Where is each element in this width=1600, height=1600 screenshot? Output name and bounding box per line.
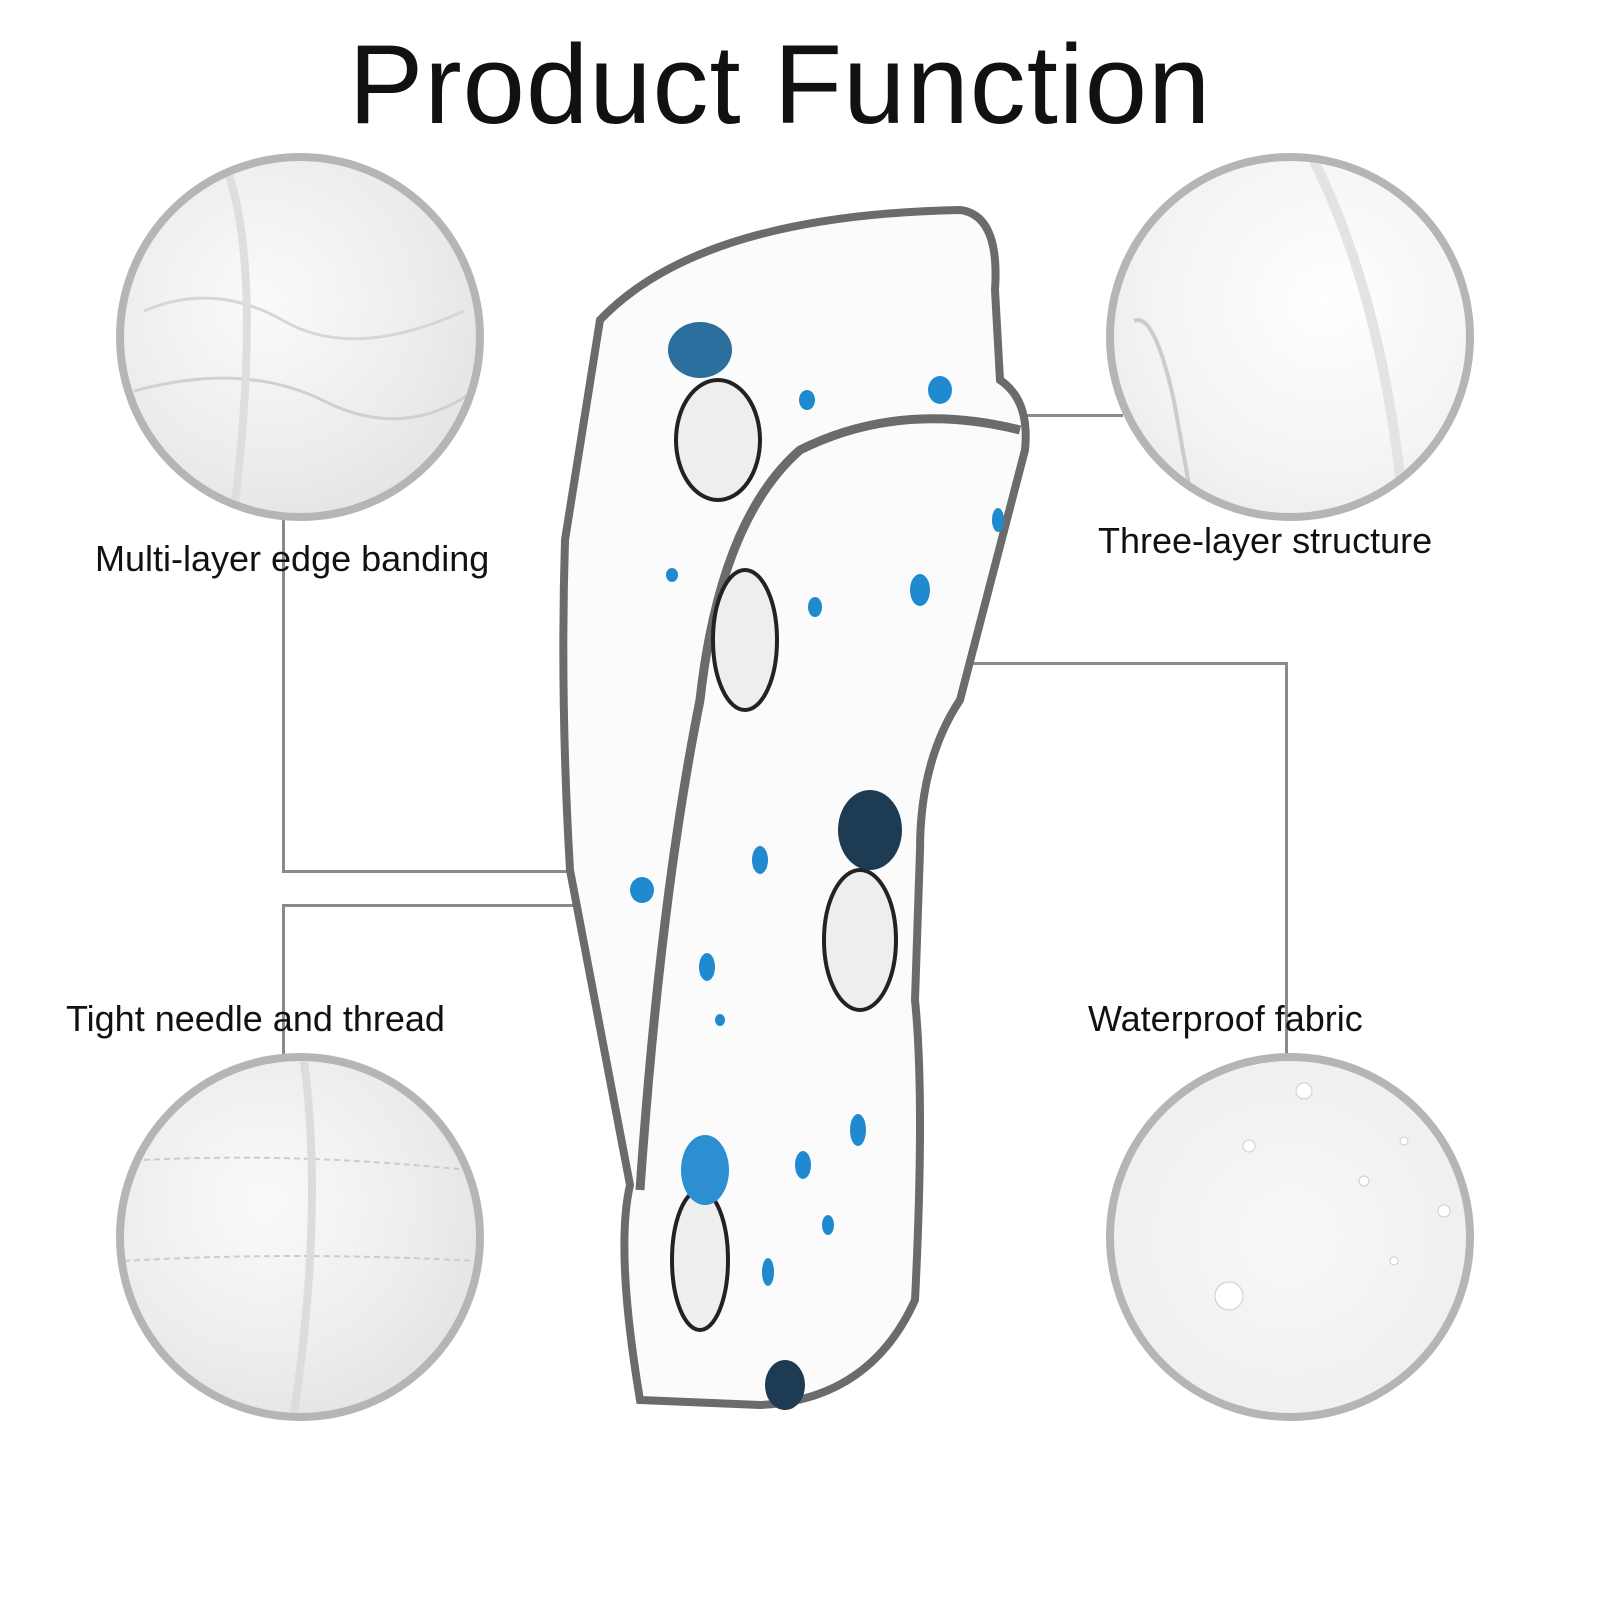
connector-line (282, 904, 285, 1054)
feature-label-three-layer: Three-layer structure (1098, 520, 1433, 561)
feature-label-edge-banding: Multi-layer edge banding (95, 538, 490, 579)
connector-line (282, 513, 285, 873)
edge-banding-detail-image (116, 153, 484, 521)
connector-line (1025, 414, 1123, 417)
three-layer-detail-image (1106, 153, 1474, 521)
feature-label-needle-thread: Tight needle and thread (66, 998, 445, 1039)
page-title: Product Function (348, 22, 1212, 147)
beetle-pattern (668, 322, 902, 1410)
blue-dot-pattern (630, 376, 1004, 1286)
feature-label-waterproof: Waterproof fabric (1088, 998, 1363, 1039)
connector-line (898, 662, 1288, 665)
waterproof-detail-image (1106, 1053, 1474, 1421)
needle-thread-detail-image (116, 1053, 484, 1421)
connector-line (282, 904, 597, 907)
connector-line (282, 870, 592, 873)
connector-line (1285, 662, 1288, 1054)
